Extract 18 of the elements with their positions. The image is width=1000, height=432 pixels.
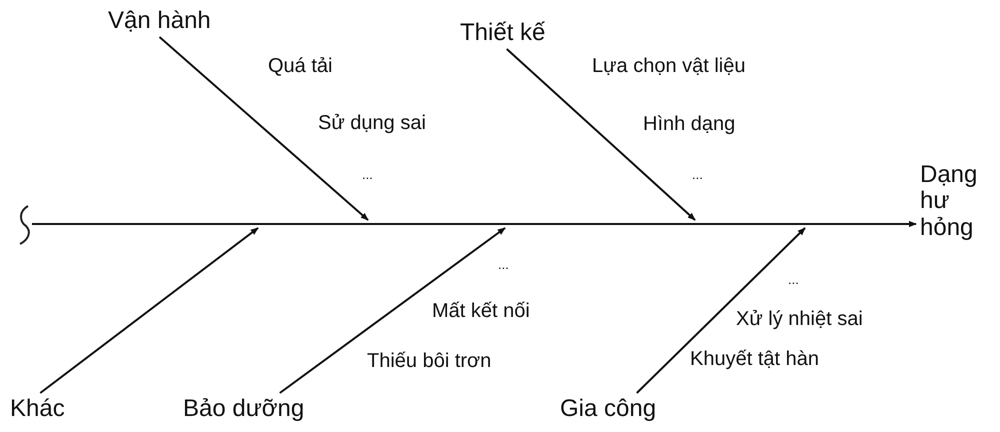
- cause-label: Sử dụng sai: [318, 112, 426, 134]
- ellipsis-text: ...: [788, 273, 799, 288]
- cause-label: Khuyết tật hàn: [690, 348, 819, 370]
- category-label: Thiết kế: [460, 20, 546, 46]
- category-label: Bảo dưỡng: [183, 396, 304, 422]
- cause-label: Hình dạng: [643, 113, 736, 135]
- category-label: Vận hành: [108, 8, 211, 34]
- ellipsis-text: ...: [362, 168, 373, 182]
- cause-label: Quá tải: [268, 55, 332, 77]
- cause-label: Xử lý nhiệt sai: [736, 308, 863, 330]
- cause-label: Thiếu bôi trơn: [367, 350, 492, 372]
- ellipsis-text: ...: [692, 168, 703, 182]
- ellipsis-text: ...: [498, 258, 509, 272]
- category-label: Dạng hư hỏng: [920, 162, 996, 242]
- category-label: Khác: [10, 396, 65, 422]
- category-label: Gia công: [560, 396, 656, 422]
- cause-label: Lựa chọn vật liệu: [592, 55, 746, 77]
- cause-label: Mất kết nối: [432, 300, 530, 322]
